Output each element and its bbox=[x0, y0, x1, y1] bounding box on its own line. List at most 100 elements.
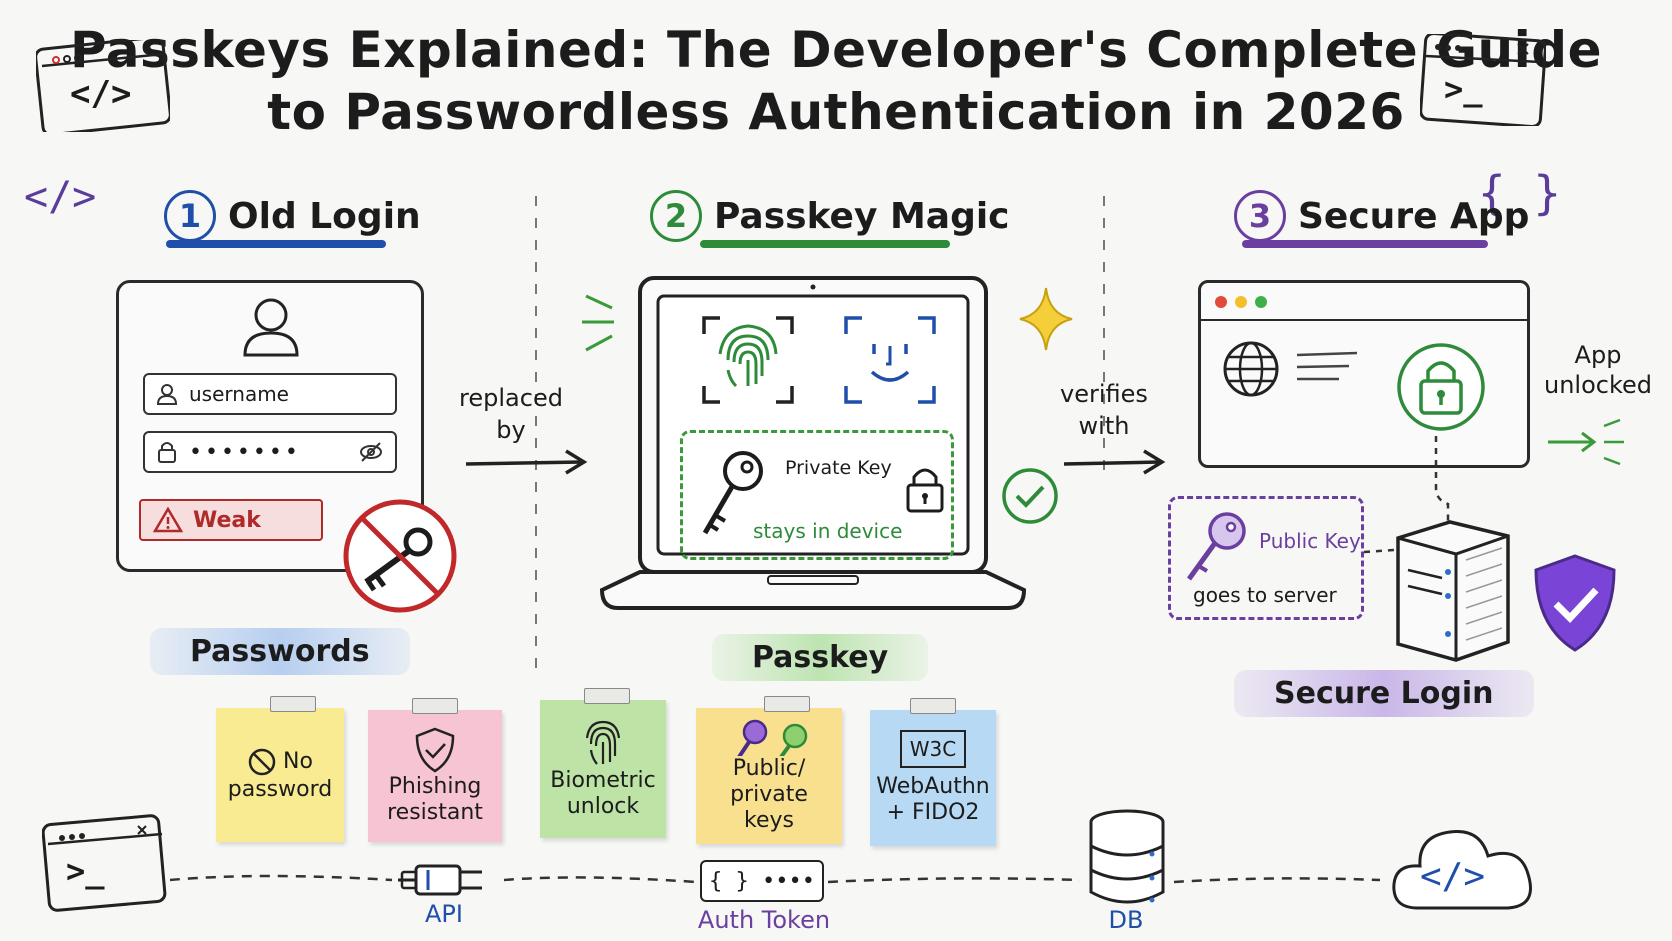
globe-icon bbox=[1223, 341, 1279, 397]
api-label: API bbox=[425, 900, 463, 928]
shield-small-icon bbox=[415, 727, 455, 773]
browser-toolbar-line bbox=[1201, 319, 1527, 321]
no-symbol-icon bbox=[248, 748, 276, 776]
check-circle-icon bbox=[1002, 468, 1058, 524]
prompt-symbol: >_ bbox=[1444, 70, 1483, 108]
step-2-heading: 2 Passkey Magic bbox=[650, 190, 1010, 242]
auth-token-box: { } •••• bbox=[700, 860, 824, 902]
note-5-line-1: WebAuthn bbox=[876, 774, 990, 799]
step-2-label: Passkey Magic bbox=[714, 195, 1010, 237]
key-icon bbox=[702, 451, 763, 535]
title-line-1: Passkeys Explained: The Developer's Comp… bbox=[69, 21, 1602, 79]
note-no-password: No password bbox=[216, 696, 344, 842]
private-key-label: Private Key bbox=[785, 457, 892, 479]
note-4-line-1: Public/ bbox=[732, 756, 806, 781]
no-key-icon bbox=[343, 499, 457, 613]
note-public-private-keys: Public/ private keys bbox=[696, 696, 842, 844]
step-2-number: 2 bbox=[650, 190, 702, 242]
terminal-bottom-icon: >_ bbox=[41, 814, 168, 912]
title-line-2: to Passwordless Authentication in 2026 bbox=[267, 83, 1405, 141]
verifies-line-1: verifies bbox=[1060, 380, 1148, 408]
username-field[interactable]: username bbox=[143, 373, 397, 415]
cloud-code-icon: </> bbox=[1388, 816, 1542, 920]
replaced-by-label: replaced by bbox=[456, 382, 566, 446]
terminal-window-icon: >_ bbox=[1419, 31, 1547, 129]
secure-login-marker: Secure Login bbox=[1234, 670, 1534, 717]
passkey-marker: Passkey bbox=[712, 634, 929, 681]
note-3-line-2: unlock bbox=[566, 794, 640, 819]
unlocked-arrow-icon bbox=[1548, 418, 1624, 466]
auth-token-label: Auth Token bbox=[697, 906, 831, 934]
db-label: DB bbox=[1108, 906, 1144, 934]
public-key-icon bbox=[1186, 512, 1246, 581]
minimize-dot[interactable] bbox=[1235, 296, 1247, 308]
tape bbox=[764, 696, 810, 712]
eye-hidden-icon[interactable] bbox=[359, 441, 383, 463]
user-icon bbox=[243, 298, 299, 357]
text-lines-icon bbox=[1296, 351, 1358, 381]
note-webauthn-fido2: W3C WebAuthn + FIDO2 bbox=[870, 698, 996, 846]
app-unlocked-line-1: App bbox=[1574, 341, 1622, 369]
step-1-label: Old Login bbox=[228, 195, 421, 237]
fingerprint-scan-icon bbox=[702, 316, 794, 404]
code-window-icon: </> bbox=[34, 35, 172, 137]
step-1-underline bbox=[166, 240, 386, 248]
public-key-box: Public Key goes to server bbox=[1168, 496, 1364, 620]
sparkle-marks-icon bbox=[582, 294, 614, 352]
note-5-line-2: + FIDO2 bbox=[886, 800, 980, 825]
database-icon bbox=[1089, 809, 1165, 904]
fingerprint-small-icon bbox=[585, 720, 621, 765]
passwords-marker: Passwords bbox=[150, 628, 410, 675]
lock-small-icon bbox=[158, 442, 176, 463]
note-2-line-2: resistant bbox=[387, 800, 483, 825]
prompt-symbol-bottom: >_ bbox=[66, 852, 105, 890]
warning-icon bbox=[153, 507, 183, 533]
replaced-line-2: by bbox=[496, 416, 526, 444]
two-keys-icon bbox=[737, 719, 808, 756]
step-3-heading: 3 Secure App bbox=[1234, 190, 1529, 242]
weak-password-badge: Weak bbox=[139, 499, 323, 541]
step-1-heading: 1 Old Login bbox=[164, 190, 421, 242]
app-unlocked-line-2: unlocked bbox=[1544, 371, 1653, 399]
lock-icon bbox=[906, 468, 944, 513]
weak-label: Weak bbox=[193, 507, 261, 533]
shield-check-icon bbox=[1534, 554, 1616, 652]
step-2-underline bbox=[700, 240, 950, 248]
tape bbox=[412, 698, 458, 714]
plug-icon bbox=[398, 864, 482, 896]
username-text: username bbox=[189, 382, 289, 406]
replaced-line-1: replaced bbox=[459, 384, 563, 412]
sparkle-star-icon bbox=[1019, 287, 1073, 351]
code-brackets-icon: </> bbox=[24, 174, 97, 220]
password-field[interactable]: ••••••• bbox=[143, 431, 397, 473]
curly-braces-icon: { } bbox=[1478, 166, 1562, 220]
verifies-line-2: with bbox=[1078, 412, 1130, 440]
server-icon bbox=[1396, 520, 1510, 662]
note-phishing-resistant: Phishing resistant bbox=[368, 698, 502, 842]
token-text: { } •••• bbox=[709, 868, 815, 894]
browser-window bbox=[1198, 280, 1530, 468]
face-id-icon bbox=[844, 316, 936, 404]
note-biometric-unlock: Biometric unlock bbox=[540, 688, 666, 838]
note-2-line-1: Phishing bbox=[388, 774, 482, 799]
tape bbox=[270, 696, 316, 712]
goes-to-server-label: goes to server bbox=[1193, 583, 1337, 607]
private-key-box: Private Key stays in device bbox=[680, 430, 954, 560]
step-3-underline bbox=[1242, 240, 1488, 248]
note-4-line-2: private keys bbox=[730, 782, 808, 833]
note-1-line-1: No bbox=[283, 749, 313, 774]
padlock-circle-icon bbox=[1397, 343, 1485, 431]
tape bbox=[910, 698, 956, 714]
note-3-line-1: Biometric bbox=[550, 768, 656, 793]
maximize-dot[interactable] bbox=[1255, 296, 1267, 308]
code-symbol: </> bbox=[70, 74, 132, 114]
public-key-label: Public Key bbox=[1259, 529, 1361, 553]
close-dot[interactable] bbox=[1215, 296, 1227, 308]
arrow-right-icon bbox=[465, 449, 588, 475]
tape bbox=[584, 688, 630, 704]
stays-in-device-label: stays in device bbox=[753, 519, 903, 543]
app-unlocked-label: App unlocked bbox=[1544, 340, 1652, 400]
